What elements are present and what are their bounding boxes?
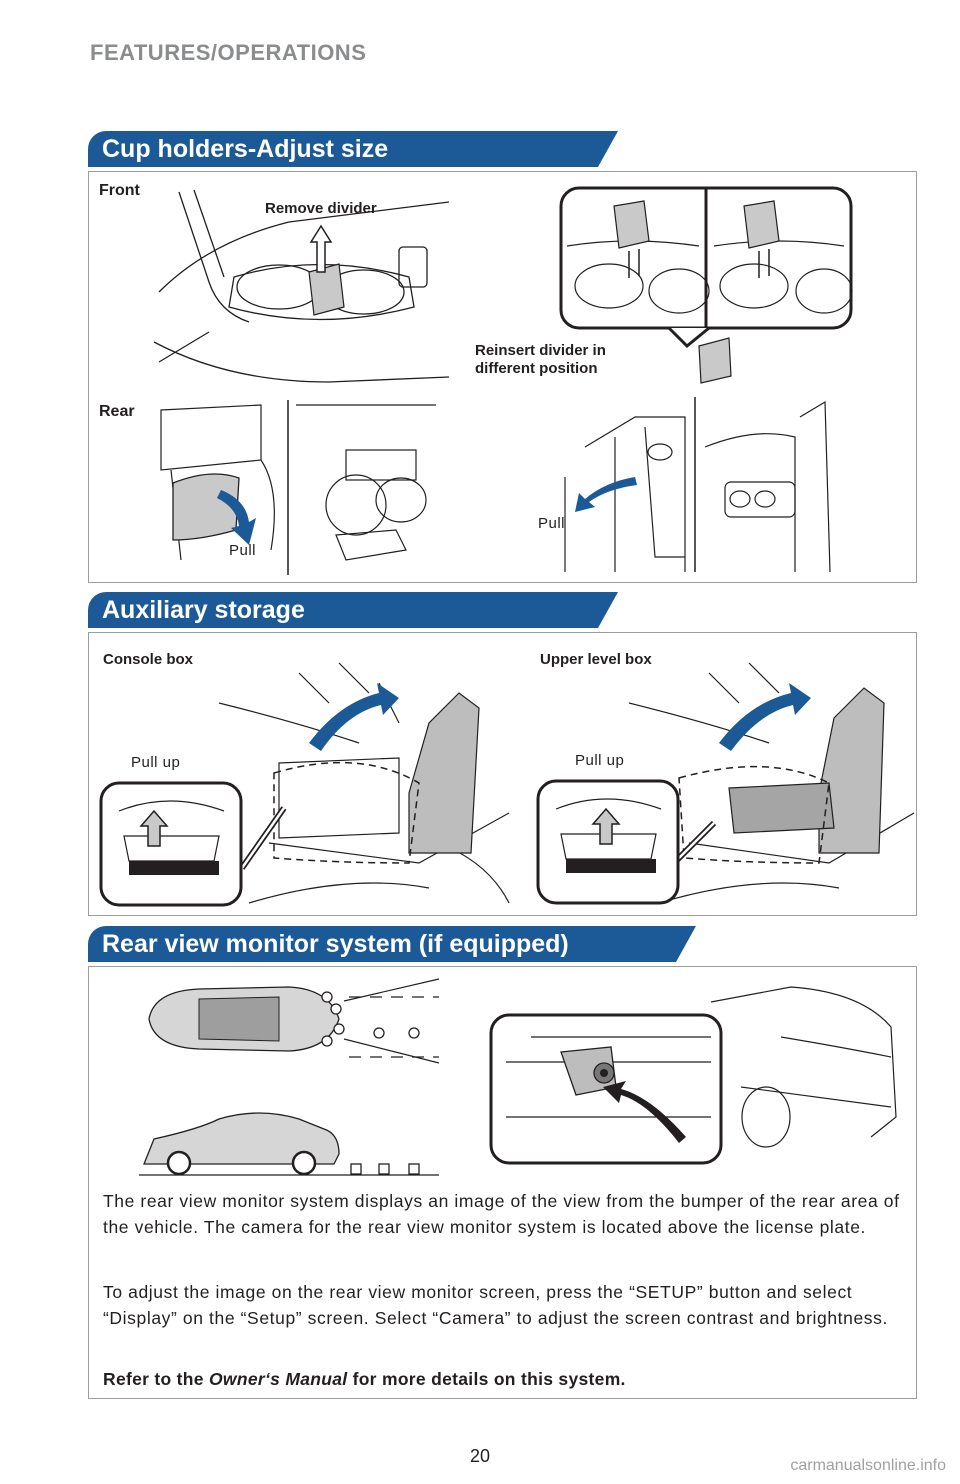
note-manual-title: Owner‘s Manual (209, 1369, 348, 1389)
upper-level-box-illustration (628, 662, 915, 904)
console-box-illustration (218, 662, 510, 904)
rear-view-paragraph-1: The rear view monitor system displays an… (103, 1191, 900, 1237)
page-header: FEATURES/OPERATIONS (90, 40, 367, 65)
console-box-label: Console box (103, 651, 194, 668)
cup-holders-panel: Front Rear Remove divider Reinsert divid… (88, 171, 917, 583)
remove-arrow-icon (309, 224, 333, 273)
reinsert-line-2: different position (475, 360, 598, 377)
reinsert-line-1: Reinsert divider in (475, 342, 606, 359)
cup-holders-title: Cup holders-Adjust size (88, 131, 618, 167)
watermark-text: carmanualsonline.info (790, 1457, 946, 1474)
upper-level-latch-inset (536, 779, 680, 905)
rear-armrest-illustration (564, 397, 831, 573)
rear-label: Rear (99, 403, 135, 420)
rear-view-title: Rear view monitor system (if equipped) (88, 926, 696, 962)
reinsert-divider-label: Reinsert divider in different position (475, 342, 606, 378)
console-latch-inset (99, 781, 243, 907)
note-prefix: Refer to the (103, 1369, 209, 1389)
remove-divider-label: Remove divider (265, 200, 377, 217)
upper-level-box-label: Upper level box (540, 651, 652, 668)
front-label: Front (99, 182, 140, 199)
owners-manual-note: Refer to the Owner‘s Manual for more det… (103, 1369, 626, 1390)
rear-cupholder-open-illustration (287, 400, 436, 575)
page-number: 20 (469, 1446, 491, 1466)
rear-camera-illustration (489, 986, 897, 1165)
pull-up-label-left: Pull up (131, 754, 181, 771)
aux-storage-panel: Console box Upper level box Pull up Pull… (88, 632, 917, 916)
front-console-illustration (153, 189, 450, 383)
reinsert-divider-illustration (559, 186, 853, 384)
car-top-view-illustration (139, 978, 440, 1176)
rear-cupholder-closed-illustration (160, 404, 275, 561)
aux-storage-title: Auxiliary storage (88, 592, 618, 628)
pull-label-right: Pull (538, 515, 566, 532)
note-suffix: for more details on this system. (347, 1369, 626, 1389)
pull-up-label-right: Pull up (575, 752, 625, 769)
rear-view-panel: The rear view monitor system displays an… (88, 966, 917, 1399)
rear-view-paragraph-2: To adjust the image on the rear view mon… (103, 1282, 888, 1328)
pull-label-left: Pull (229, 542, 257, 559)
